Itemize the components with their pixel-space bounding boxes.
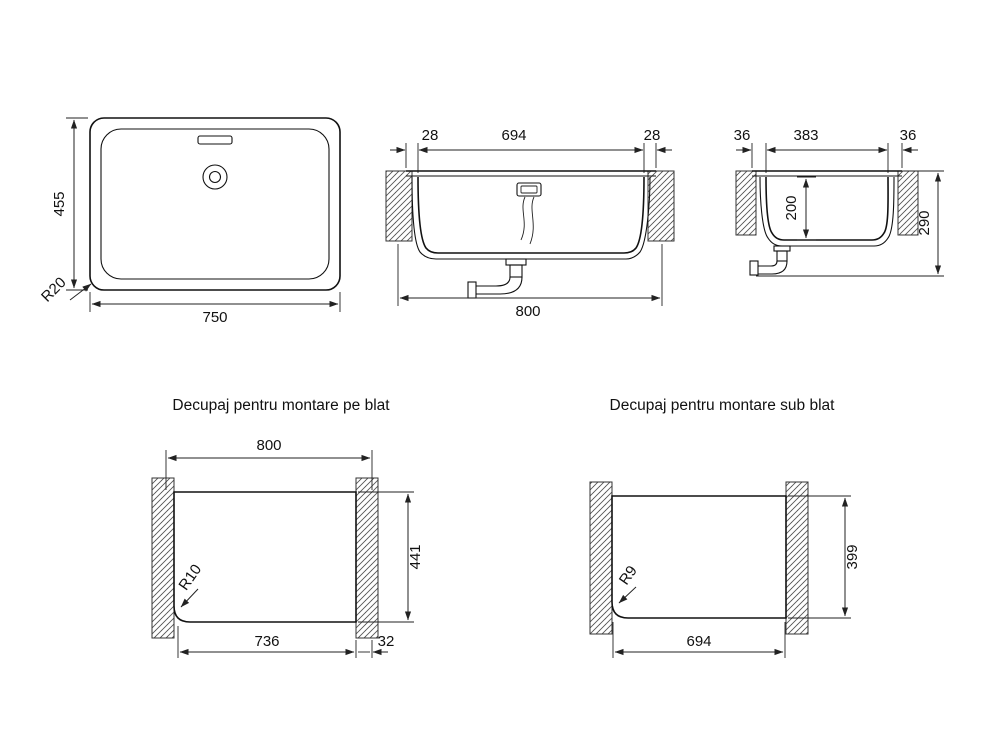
dim-label-750: 750	[202, 309, 227, 326]
side-section-view: 36 383 36 200 290	[734, 127, 944, 277]
dim-label-right-28: 28	[644, 127, 661, 144]
counter-hatch-left	[385, 170, 413, 242]
dim-label-694: 694	[501, 127, 526, 144]
dim-cutout-800: 800	[165, 437, 373, 490]
dim-label-back-36: 36	[900, 127, 917, 144]
dim-label-290: 290	[916, 210, 933, 235]
dim-width-750: 750	[89, 292, 341, 326]
dim-label-200: 200	[783, 195, 800, 220]
dim-label-32: 32	[378, 633, 395, 650]
dim-label-800: 800	[515, 303, 540, 320]
dim-cutout-694: 694	[612, 622, 786, 658]
dim-label-736: 736	[254, 633, 279, 650]
dim-label-r20: R20	[38, 274, 69, 305]
radius-callout-r9: R9	[616, 563, 641, 604]
sink-outer-outline	[89, 117, 341, 291]
counter-band-right	[355, 477, 379, 639]
overflow-fitting	[516, 182, 542, 245]
drain-circles	[202, 164, 228, 190]
dim-cutout-441: 441	[358, 491, 424, 623]
cutout-outline	[611, 495, 787, 619]
top-view: 455 750 R20	[38, 117, 341, 326]
bowl-outline	[100, 128, 330, 280]
cutout-outline	[173, 491, 357, 623]
overflow-slot	[197, 135, 233, 145]
counter-band-left	[589, 481, 613, 635]
side-sink-profile	[752, 170, 902, 247]
dim-label-383: 383	[793, 127, 818, 144]
dim-label-694-cutout: 694	[686, 633, 711, 650]
side-drain-trap	[749, 245, 791, 276]
front-top-dims: 28 694 28	[390, 127, 672, 173]
cutout-topmount: Decupaj pentru montare pe blat 800 441 7…	[151, 397, 424, 658]
dim-overall-800: 800	[397, 244, 663, 320]
dim-cutout-399: 399	[788, 495, 861, 619]
dim-bowl-depth-200: 200	[783, 176, 816, 241]
side-top-dims: 36 383 36	[734, 127, 918, 173]
dim-label-441: 441	[407, 544, 424, 569]
drain-trap	[467, 258, 527, 299]
radius-callout-r10: R10	[175, 561, 205, 608]
front-section-view: 28 694 28	[385, 127, 675, 320]
counter-hatch-right	[647, 170, 675, 242]
dim-label-r10: R10	[175, 561, 205, 593]
counter-hatch-front	[735, 170, 757, 236]
cutout-topmount-title: Decupaj pentru montare pe blat	[172, 397, 390, 414]
dim-cutout-736-32: 736 32	[177, 626, 395, 658]
dim-label-r9: R9	[616, 563, 641, 588]
dim-label-front-36: 36	[734, 127, 751, 144]
radius-callout-r20: R20	[38, 274, 92, 306]
cutout-undermount-title: Decupaj pentru montare sub blat	[610, 397, 836, 414]
front-sink-profile	[406, 170, 656, 260]
cutout-undermount: Decupaj pentru montare sub blat 694 399 …	[589, 397, 861, 658]
dim-label-455: 455	[51, 191, 68, 216]
dim-overall-depth-290: 290	[756, 170, 944, 277]
dim-label-cutout-800: 800	[256, 437, 281, 454]
counter-band-left	[151, 477, 175, 639]
counter-band-right	[785, 481, 809, 635]
dim-height-455: 455	[51, 117, 88, 291]
counter-hatch-back	[897, 170, 919, 236]
dim-label-399: 399	[844, 544, 861, 569]
dim-label-left-28: 28	[422, 127, 439, 144]
